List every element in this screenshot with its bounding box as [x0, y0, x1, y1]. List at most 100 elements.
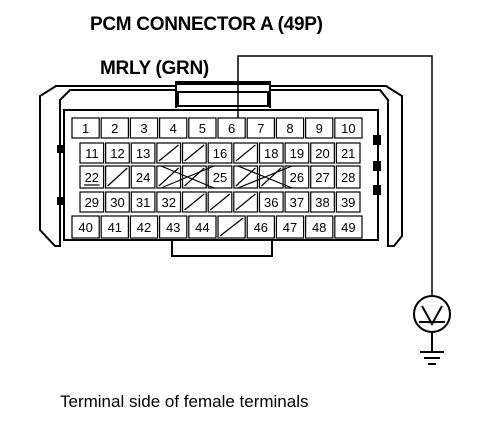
terminal-number: 20 [315, 146, 329, 161]
terminal-number: 25 [213, 170, 227, 185]
terminal-cell [233, 191, 259, 213]
terminal-cell [188, 215, 217, 239]
terminal-number: 37 [290, 195, 304, 210]
terminal-cell [258, 191, 284, 213]
terminal-number: 4 [170, 121, 177, 136]
terminal-cell [258, 142, 284, 164]
terminal-cell [310, 142, 335, 164]
terminal-cell [156, 165, 182, 189]
terminal-number: 7 [257, 121, 264, 136]
terminal-number: 41 [108, 220, 122, 235]
unused-terminal-mark [158, 144, 179, 162]
terminal-cell [105, 191, 130, 213]
terminal-cell [310, 191, 335, 213]
terminal-cell [207, 165, 233, 189]
terminal-cell [156, 191, 182, 213]
terminal-number: 29 [85, 195, 99, 210]
terminal-cell [181, 165, 207, 189]
terminal-cell [207, 191, 233, 213]
terminal-cell [130, 165, 156, 189]
connector-title: PCM CONNECTOR A (49P) [90, 14, 323, 35]
terminal-number: 2 [111, 121, 118, 136]
terminal-cell [156, 142, 182, 164]
terminal-number: 16 [213, 146, 227, 161]
unused-block-cross [237, 165, 293, 189]
terminal-cell [335, 165, 361, 189]
terminal-number: 31 [136, 195, 150, 210]
terminal-cell [129, 215, 159, 239]
terminal-cell [284, 165, 310, 189]
terminal-cell [130, 142, 156, 164]
terminal-number: 46 [254, 220, 268, 235]
terminal-cell [181, 142, 207, 164]
terminal-cell [217, 117, 246, 139]
terminal-cell [275, 117, 305, 139]
terminal-cell [275, 215, 305, 239]
terminal-number: 36 [264, 195, 278, 210]
terminal-cell [217, 215, 246, 239]
terminal-cell [105, 165, 130, 189]
terminal-number: 39 [341, 195, 355, 210]
terminal-number: 9 [316, 121, 323, 136]
terminal-cell [305, 215, 334, 239]
terminal-number: 32 [161, 195, 175, 210]
terminal-cell [105, 142, 130, 164]
terminal-number: 13 [136, 146, 150, 161]
terminal-number: 21 [341, 146, 355, 161]
terminal-number: 3 [140, 121, 147, 136]
terminal-number: 43 [166, 220, 180, 235]
terminal-cell [305, 117, 334, 139]
terminal-cell [246, 117, 275, 139]
terminal-cell [181, 191, 207, 213]
terminal-cell [79, 142, 105, 164]
terminal-cell [159, 117, 188, 139]
ground-icon [420, 351, 444, 365]
unused-terminal-mark [235, 193, 256, 211]
terminal-number: 11 [85, 146, 99, 161]
terminal-cell [71, 215, 100, 239]
terminal-number: 18 [264, 146, 278, 161]
terminal-number: 27 [315, 170, 329, 185]
voltmeter-icon [413, 295, 451, 352]
terminal-number: 19 [290, 146, 304, 161]
terminal-cell [130, 191, 156, 213]
unused-terminal-mark [235, 167, 256, 187]
unused-terminal-mark [184, 193, 205, 211]
terminal-number: 47 [283, 220, 297, 235]
unused-terminal-mark [158, 167, 179, 187]
terminal-cell [100, 117, 129, 139]
unused-terminal-mark [261, 167, 282, 187]
terminal-cell [207, 142, 233, 164]
terminal-number: 22 [85, 170, 99, 185]
terminal-number: 8 [286, 121, 293, 136]
terminal-number: 26 [290, 170, 304, 185]
terminal-number: 24 [136, 170, 150, 185]
unused-terminal-mark [184, 144, 205, 162]
terminal-cell [258, 165, 284, 189]
terminal-number: 38 [315, 195, 329, 210]
terminal-cell [188, 117, 217, 139]
probe-wire [237, 55, 433, 296]
terminal-cell [159, 215, 188, 239]
terminal-number: 40 [78, 220, 92, 235]
terminal-cell [310, 165, 335, 189]
unused-block-cross [160, 165, 215, 189]
terminal-number: 48 [312, 220, 326, 235]
terminal-cell [79, 191, 105, 213]
terminal-number: 5 [199, 121, 206, 136]
terminal-number: 44 [195, 220, 209, 235]
terminal-number: 6 [228, 121, 235, 136]
wire-label: MRLY (GRN) [100, 58, 209, 79]
terminal-cell [233, 165, 259, 189]
diagram-caption: Terminal side of female terminals [60, 392, 309, 411]
terminal-cell [71, 117, 100, 139]
terminal-cell [335, 191, 361, 213]
unused-terminal-mark [235, 144, 256, 162]
terminal-cell [334, 215, 363, 239]
terminal-cell [246, 215, 275, 239]
terminal-cell [79, 165, 105, 189]
terminal-cell [335, 142, 361, 164]
terminal-cell [233, 142, 259, 164]
